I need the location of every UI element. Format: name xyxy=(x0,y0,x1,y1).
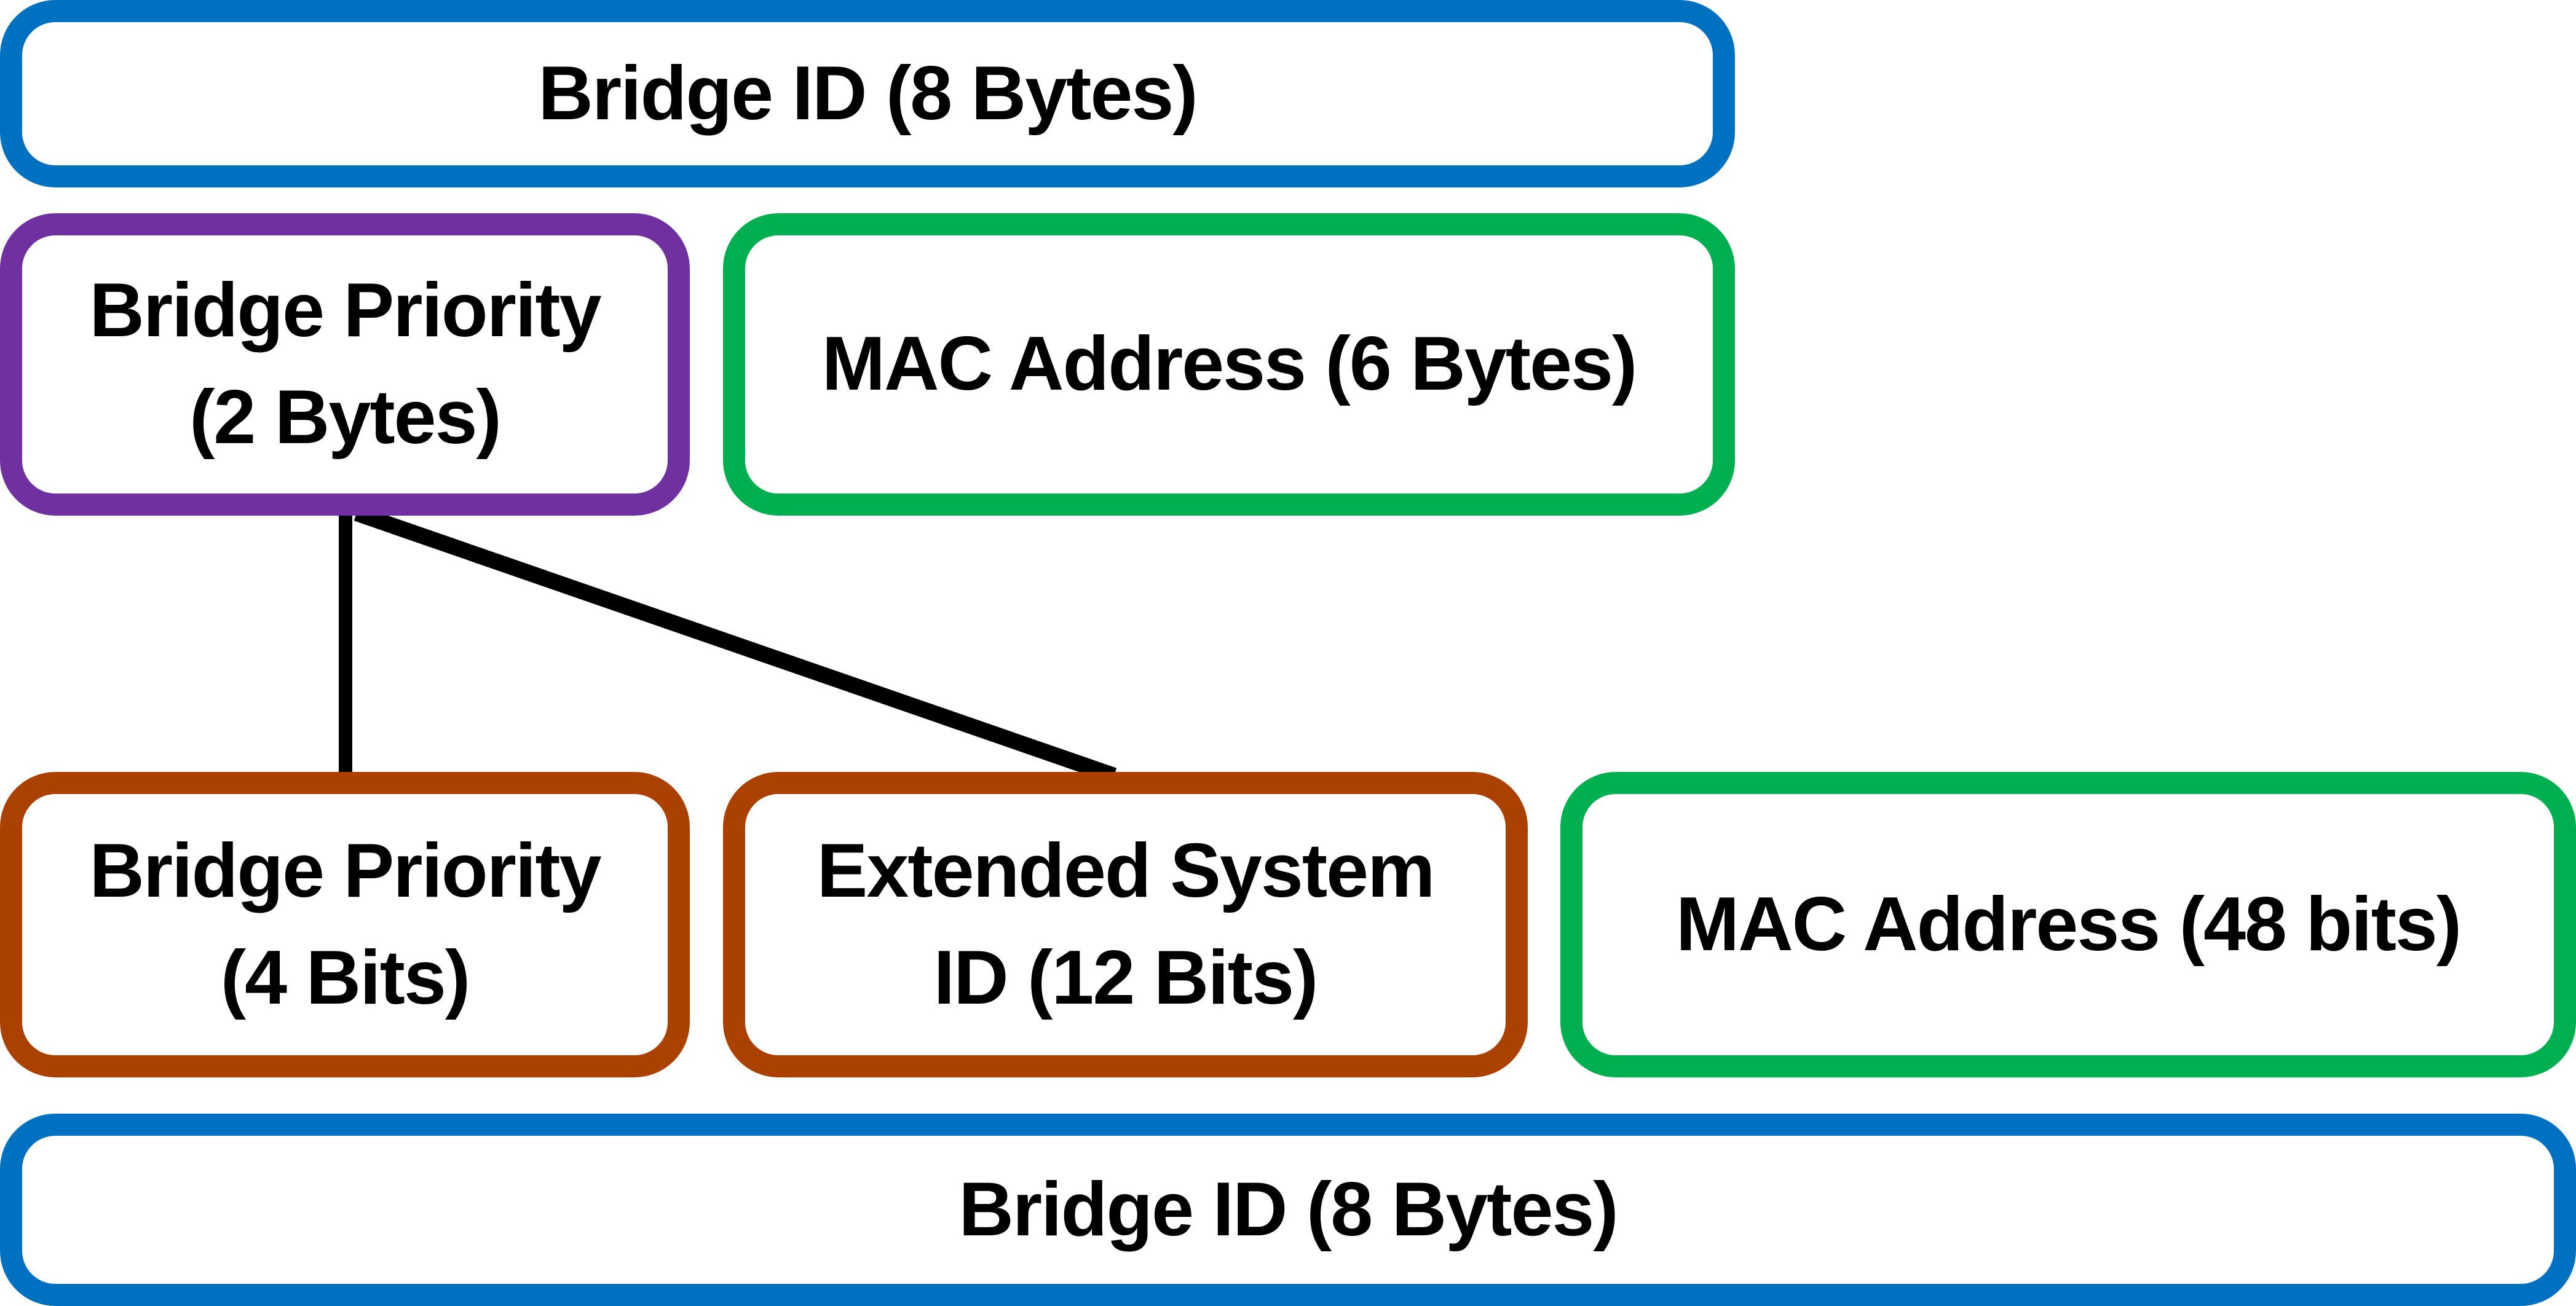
bridge-priority-4-bits: Bridge Priority (4 Bits) xyxy=(0,772,690,1077)
bridge-priority-label: Bridge Priority (2 Bytes) xyxy=(89,268,601,460)
bridge-priority-2-bytes: Bridge Priority (2 Bytes) xyxy=(0,213,690,516)
mac-address-label: MAC Address (6 Bytes) xyxy=(821,321,1638,407)
bridge-id-8-bytes-top: Bridge ID (8 Bytes) xyxy=(0,0,1735,187)
extended-system-id-label: Extended System ID (12 Bits) xyxy=(816,828,1436,1020)
bridge-id-bottom-label: Bridge ID (8 Bytes) xyxy=(958,1166,1618,1252)
bridge-id-8-bytes-bottom: Bridge ID (8 Bytes) xyxy=(0,1114,2576,1306)
bridge-id-label: Bridge ID (8 Bytes) xyxy=(538,50,1198,136)
bridge-priority-4bits-label: Bridge Priority (4 Bits) xyxy=(89,828,601,1020)
mac-address-6-bytes: MAC Address (6 Bytes) xyxy=(723,213,1735,516)
mac-address-48-bits: MAC Address (48 bits) xyxy=(1560,772,2576,1077)
extended-system-id-12-bits: Extended System ID (12 Bits) xyxy=(723,772,1528,1077)
connector-priority-to-extended-id xyxy=(354,505,1117,784)
mac-address-48bits-label: MAC Address (48 bits) xyxy=(1675,881,2462,967)
